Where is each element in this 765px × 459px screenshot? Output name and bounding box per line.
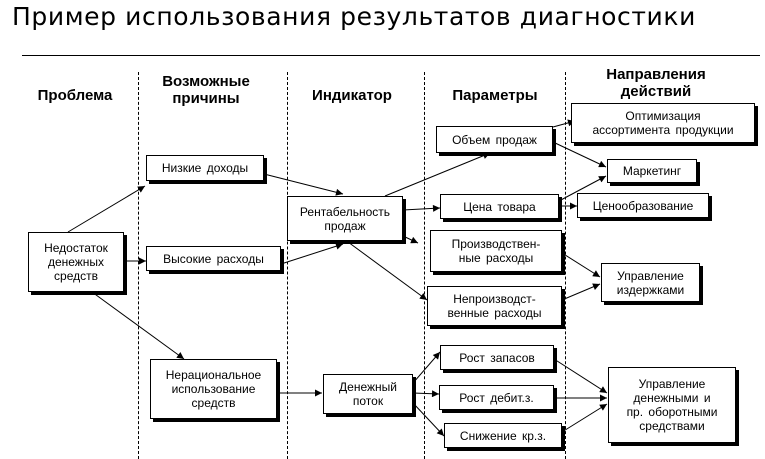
page-title: Пример использования результатов диагнос…: [12, 2, 696, 31]
arrow-high-costs-to-profitability: [280, 242, 344, 265]
box-payables-decrease: Снижение кр.з.: [444, 423, 562, 448]
box-receivables-growth: Рост дебит.з.: [439, 385, 554, 410]
arrow-profitability-to-price: [402, 204, 441, 212]
box-marketing: Маркетинг: [607, 159, 697, 183]
box-irrational-use: Нерациональное использование средств: [150, 359, 277, 419]
column-header-problem: Проблема: [37, 87, 113, 104]
arrow-cash-flow-to-payables-decrease: [412, 402, 445, 437]
arrow-inventory-growth-to-working-capital: [553, 358, 608, 394]
arrow-nonprod-costs-to-cost-mgmt: [561, 283, 601, 301]
arrow-profitability-to-sales-volume: [384, 152, 491, 197]
box-inventory-growth: Рост запасов: [440, 345, 554, 370]
box-shortage: Недостаток денежных средств: [28, 232, 124, 292]
box-assortment: Оптимизация ассортимента продукции: [571, 103, 755, 143]
box-prod-costs: Производствен- ные расходы: [430, 230, 562, 272]
box-profitability: Рентабельность продаж: [287, 196, 403, 241]
column-separator: [424, 72, 425, 459]
box-low-income: Низкие доходы: [146, 155, 264, 181]
box-pricing: Ценообразование: [577, 193, 709, 218]
arrow-price-to-marketing: [558, 175, 607, 202]
box-price: Цена товара: [440, 194, 559, 219]
title-rule: [22, 55, 760, 56]
column-header-causes: Возможные причины: [162, 73, 250, 107]
arrow-sales-volume-to-marketing: [552, 141, 607, 168]
arrow-prod-costs-to-cost-mgmt: [561, 252, 601, 278]
column-separator: [565, 72, 566, 459]
arrow-payables-decrease-to-working-capital: [561, 403, 608, 433]
arrow-profitability-to-prod-costs: [402, 235, 419, 244]
arrow-cash-flow-to-inventory-growth: [412, 351, 441, 384]
box-cash-flow: Денежный поток: [323, 374, 413, 414]
arrow-profitability-to-nonprod-costs: [347, 241, 428, 301]
box-working-capital: Управление денежными и пр. оборотными ср…: [608, 367, 736, 443]
column-separator: [287, 72, 288, 459]
column-header-indicator: Индикатор: [312, 87, 392, 104]
column-separator: [138, 72, 139, 459]
column-header-directions: Направления действий: [606, 66, 706, 100]
box-nonprod-costs: Непроизводст- венные расходы: [427, 286, 562, 326]
column-header-parameters: Параметры: [452, 87, 538, 104]
arrow-cash-flow-to-receivables-growth: [412, 390, 440, 398]
box-cost-mgmt: Управление издержками: [601, 263, 700, 302]
arrow-shortage-to-low-income: [67, 185, 146, 233]
box-sales-volume: Объем продаж: [436, 126, 553, 153]
arrow-low-income-to-profitability: [263, 173, 344, 196]
box-high-costs: Высокие расходы: [146, 246, 281, 271]
arrow-shortage-to-irrational-use: [91, 291, 185, 360]
